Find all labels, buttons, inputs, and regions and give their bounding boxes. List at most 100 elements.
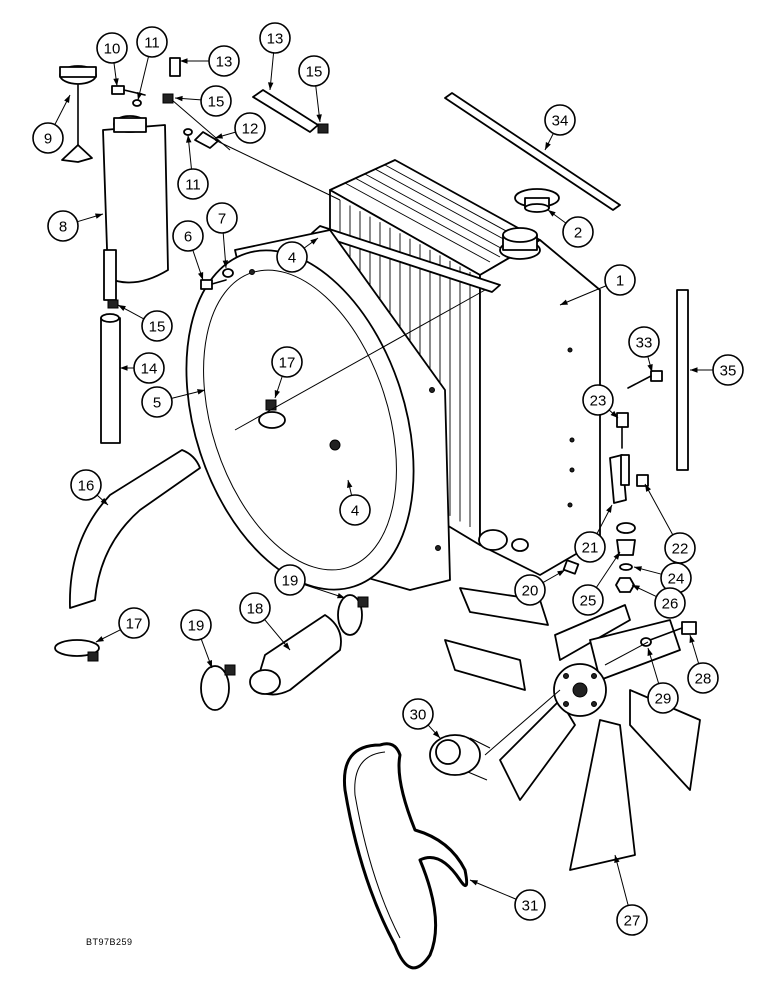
hose-clamp-17-upper xyxy=(258,399,286,429)
fan-assembly xyxy=(444,587,701,871)
callout-number: 19 xyxy=(188,618,205,635)
callout-circle xyxy=(271,346,303,378)
callout-leader xyxy=(644,483,674,536)
callout-number: 21 xyxy=(582,540,599,557)
callout-circle xyxy=(259,22,291,54)
callout-29: 29 xyxy=(647,647,679,714)
callout-arrowhead xyxy=(557,570,565,577)
callout-circle xyxy=(402,698,434,730)
seal-strip-35 xyxy=(676,289,689,471)
callout-arrowhead xyxy=(545,142,551,150)
callout-circle xyxy=(562,216,594,248)
callout-circle xyxy=(298,55,330,87)
callout-number: 20 xyxy=(522,583,539,600)
bolt-33 xyxy=(627,370,663,389)
callout-arrowhead xyxy=(548,210,556,217)
callout-circle xyxy=(582,384,614,416)
callout-arrowhead xyxy=(613,552,620,560)
callout-number: 11 xyxy=(144,35,160,52)
callout-arrowhead xyxy=(180,58,188,64)
callout-26: 26 xyxy=(631,584,686,619)
callout-circle xyxy=(647,682,679,714)
callout-circle xyxy=(141,386,173,418)
callout-arrowhead xyxy=(560,299,568,305)
callout-circle xyxy=(628,326,660,358)
callout-15: 15 xyxy=(298,55,330,123)
callout-17: 17 xyxy=(271,346,303,399)
callout-5: 5 xyxy=(141,386,206,418)
callout-number: 27 xyxy=(624,913,641,930)
callout-arrowhead xyxy=(614,855,620,863)
callout-circle xyxy=(274,564,306,596)
callout-number: 12 xyxy=(242,121,259,138)
callout-arrowhead xyxy=(222,260,229,268)
callout-arrowhead xyxy=(215,133,223,139)
callout-circle xyxy=(208,45,240,77)
callout-31: 31 xyxy=(469,879,546,921)
mounting-bracket xyxy=(609,412,649,593)
callout-number: 10 xyxy=(104,41,121,58)
callout-number: 33 xyxy=(636,335,653,352)
callout-13: 13 xyxy=(180,45,240,77)
callout-arrowhead xyxy=(206,660,212,668)
callout-35: 35 xyxy=(690,354,744,386)
callout-arrowhead xyxy=(197,272,204,280)
callout-24: 24 xyxy=(633,562,692,594)
callout-number: 15 xyxy=(149,319,166,336)
callout-number: 28 xyxy=(695,671,712,688)
callout-number: 35 xyxy=(720,363,737,380)
callout-number: 6 xyxy=(184,229,192,246)
callout-19: 19 xyxy=(274,564,346,599)
callout-arrowhead xyxy=(120,365,128,371)
callout-circle xyxy=(687,662,719,694)
callout-11: 11 xyxy=(177,134,209,200)
callout-circle xyxy=(604,264,636,296)
callout-arrowhead xyxy=(283,642,290,650)
callout-circle xyxy=(172,220,204,252)
callout-leader xyxy=(559,285,607,306)
callout-arrowhead xyxy=(100,497,108,505)
callout-10: 10 xyxy=(96,32,128,87)
callout-number: 4 xyxy=(351,503,359,520)
callout-arrowhead xyxy=(175,95,183,102)
callout-circle xyxy=(574,531,606,563)
callout-arrowhead xyxy=(632,585,640,591)
callout-number: 1 xyxy=(616,273,624,290)
callout-circle xyxy=(118,607,150,639)
callout-circle xyxy=(180,609,212,641)
callout-circle xyxy=(177,168,209,200)
callout-7: 7 xyxy=(206,202,238,269)
callout-leader xyxy=(469,879,517,900)
callout-12: 12 xyxy=(214,112,266,144)
callout-circle xyxy=(96,32,128,64)
callout-number: 16 xyxy=(78,478,95,495)
callout-20: 20 xyxy=(514,569,566,606)
callout-23: 23 xyxy=(582,384,619,419)
callout-arrowhead xyxy=(186,135,192,143)
callout-circle xyxy=(141,310,173,342)
callout-circle xyxy=(133,352,165,384)
callout-4: 4 xyxy=(339,479,371,526)
assembly-center-lines xyxy=(171,99,649,756)
callout-arrowhead xyxy=(690,367,698,373)
callout-28: 28 xyxy=(687,634,719,694)
callout-circle xyxy=(712,354,744,386)
callout-25: 25 xyxy=(572,551,621,616)
callout-11: 11 xyxy=(136,26,168,101)
callout-arrowhead xyxy=(113,78,119,86)
callout-number: 5 xyxy=(153,395,161,412)
callout-9: 9 xyxy=(32,94,71,154)
callout-number: 7 xyxy=(218,211,226,228)
callout-6: 6 xyxy=(172,220,204,281)
callout-arrowhead xyxy=(95,213,103,219)
callout-arrowhead xyxy=(337,593,345,599)
callout-27: 27 xyxy=(614,854,648,936)
callout-number: 26 xyxy=(662,596,679,613)
hose-14 xyxy=(100,313,121,444)
callout-number: 18 xyxy=(247,601,264,618)
callout-circle xyxy=(200,85,232,117)
callout-21: 21 xyxy=(574,504,613,563)
callout-number: 8 xyxy=(59,219,67,236)
callout-number: 22 xyxy=(672,541,689,558)
